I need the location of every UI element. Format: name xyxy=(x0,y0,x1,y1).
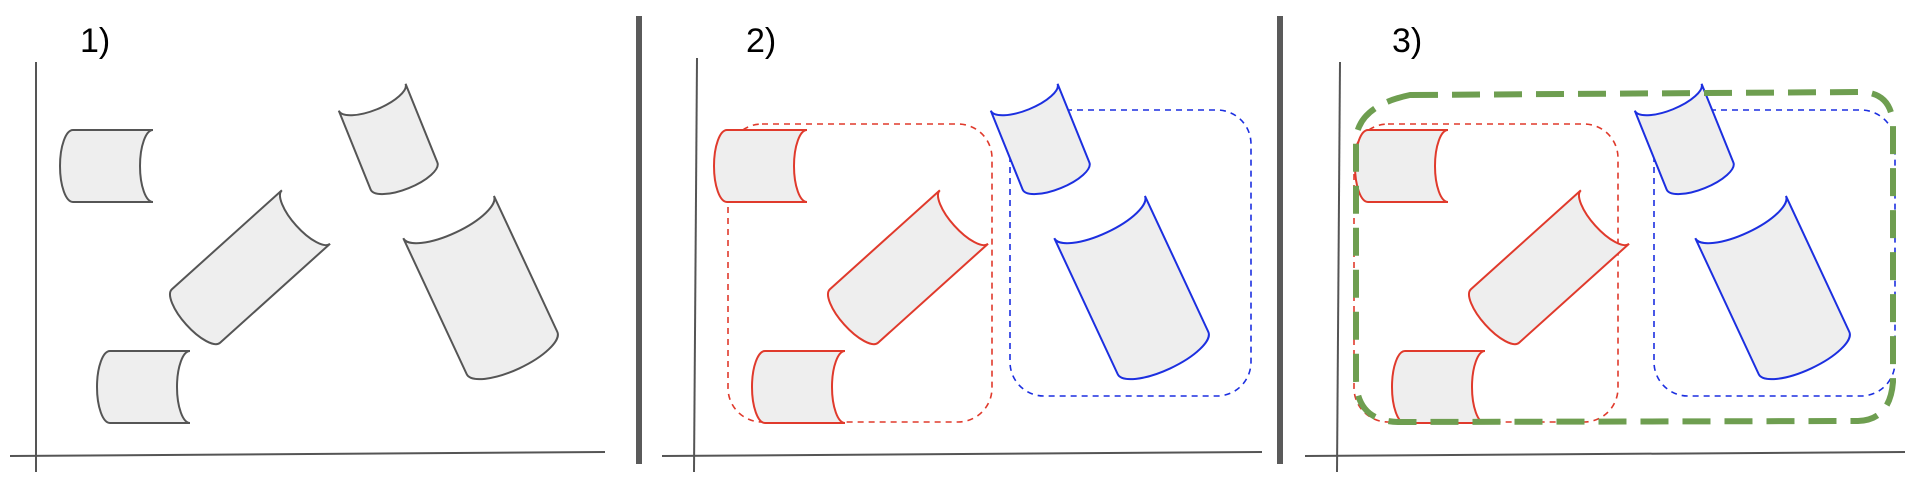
panel-3-label: 3) xyxy=(1392,22,1422,60)
panel-2-cylinder-large-tilted xyxy=(1053,194,1217,391)
panel-1: 1) xyxy=(9,22,606,472)
panel-3-cylinder-top-left xyxy=(1354,129,1449,203)
panel-1-cylinder-large-tilted xyxy=(402,194,566,391)
panel-2-cylinder-bottom-left xyxy=(751,350,846,424)
panel-1-cylinder-bottom-left xyxy=(96,350,191,424)
panel-3-merged-cluster-boundary xyxy=(1353,89,1896,425)
panel-2-cluster-b-boundary xyxy=(1009,109,1252,397)
panel-2-x-axis xyxy=(661,451,1263,457)
panel-3-x-axis xyxy=(1304,451,1906,457)
panel-3-cylinder-diagonal-large xyxy=(1460,189,1631,353)
panel-2-cylinder-diagonal-large xyxy=(819,189,990,353)
panel-3-cylinder-large-tilted xyxy=(1694,194,1858,391)
panel-3-cylinder-bottom-left xyxy=(1391,350,1486,424)
panel-1-cylinder-diagonal-large xyxy=(161,189,332,353)
panel-3-cylinder-small-tilted xyxy=(1633,82,1740,203)
panel-2-cylinder-top-left xyxy=(713,129,808,203)
panel-3-y-axis xyxy=(1336,61,1341,473)
panel-2: 2) xyxy=(661,22,1263,473)
panel-2-y-axis xyxy=(693,57,698,473)
panel-2-label: 2) xyxy=(746,22,776,60)
panel-2-cylinder-small-tilted xyxy=(989,82,1096,203)
panel-1-cylinder-small-tilted xyxy=(337,82,444,203)
panel-1-cylinder-top-left xyxy=(59,129,154,203)
panel-2-cluster-a-boundary xyxy=(727,123,993,423)
panel-1-label: 1) xyxy=(80,22,110,60)
panel-1-x-axis xyxy=(9,451,606,457)
panel-3: 3) xyxy=(1304,22,1906,473)
